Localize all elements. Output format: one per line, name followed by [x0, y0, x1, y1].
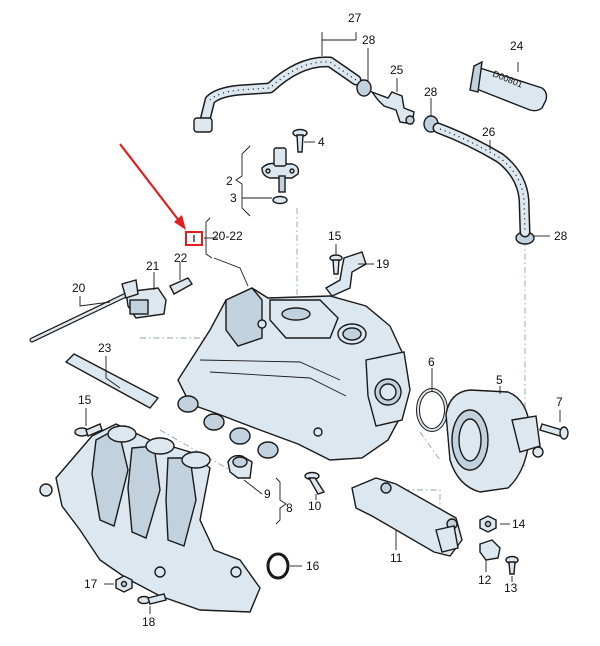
callout-13: 13	[504, 581, 518, 595]
callout-24: 24	[510, 39, 524, 53]
part-24-sealant-tube: D00801	[469, 60, 548, 112]
callout-15-top: 15	[328, 229, 342, 243]
callout-labels: 27 28 24 25 28 26 4 2 3 20-22 28 15 19 2…	[72, 11, 568, 629]
part-18-bolt	[137, 593, 167, 605]
callout-19: 19	[376, 257, 390, 271]
callout-21: 21	[146, 259, 160, 273]
callout-27: 27	[348, 11, 362, 25]
intake-manifold-upper	[177, 287, 411, 461]
part-21-solenoid-valve	[125, 287, 167, 319]
part-9-sleeve	[227, 454, 253, 479]
callout-8: 8	[286, 501, 293, 515]
callout-5: 5	[496, 373, 503, 387]
callout-26: 26	[482, 125, 496, 139]
part-15-screw-top	[329, 254, 343, 275]
callout-22: 22	[174, 251, 188, 265]
part-12-clip	[479, 539, 501, 561]
callout-18: 18	[142, 615, 156, 629]
part-20-rod	[29, 279, 139, 343]
part-22-connector	[169, 277, 194, 295]
part-2-sensor	[261, 147, 300, 193]
part-3-o-ring	[272, 195, 288, 205]
callout-10: 10	[308, 499, 322, 513]
callout-3: 3	[230, 191, 237, 205]
part-16-o-ring	[266, 552, 290, 580]
part-26-hose	[432, 122, 531, 238]
part-5-throttle-body	[445, 389, 544, 493]
callout-2: 2	[226, 174, 233, 188]
part-8-intake-manifold-lower	[39, 423, 261, 613]
part-6-gasket-ring-inner	[417, 389, 447, 431]
highlight-box	[185, 231, 203, 246]
part-15-screw-left	[74, 423, 103, 437]
part-13-screw	[505, 555, 519, 575]
callout-14: 14	[512, 517, 526, 531]
part-25-pressure-valve	[370, 90, 415, 125]
part-4-screw	[292, 128, 308, 153]
highlight-arrow	[119, 143, 186, 230]
part-14-nut	[479, 515, 497, 533]
part-27-breather-hose	[193, 56, 362, 133]
callout-4: 4	[318, 135, 325, 149]
part-17-nut	[115, 575, 133, 593]
callout-20: 20	[72, 281, 86, 295]
callout-15-left: 15	[78, 393, 92, 407]
callout-20-22: 20-22	[212, 229, 243, 243]
callout-28-a: 28	[362, 33, 376, 47]
part-11-fuel-rail	[351, 477, 463, 557]
part-7-screw	[539, 423, 569, 440]
part-23-gasket-strip	[64, 353, 160, 409]
callout-16: 16	[306, 559, 320, 573]
callout-17: 17	[84, 577, 98, 591]
callout-12: 12	[478, 573, 492, 587]
part-19-bracket	[324, 251, 367, 297]
callout-6: 6	[428, 355, 435, 369]
callout-23: 23	[98, 341, 112, 355]
callout-11: 11	[390, 551, 403, 565]
callout-7: 7	[556, 395, 563, 409]
leader-lines	[79, 32, 561, 614]
part-10-bolt	[304, 471, 326, 495]
callout-28-b: 28	[424, 85, 438, 99]
callout-9: 9	[264, 487, 271, 501]
callout-25: 25	[390, 63, 404, 77]
callout-28-c: 28	[554, 229, 568, 243]
